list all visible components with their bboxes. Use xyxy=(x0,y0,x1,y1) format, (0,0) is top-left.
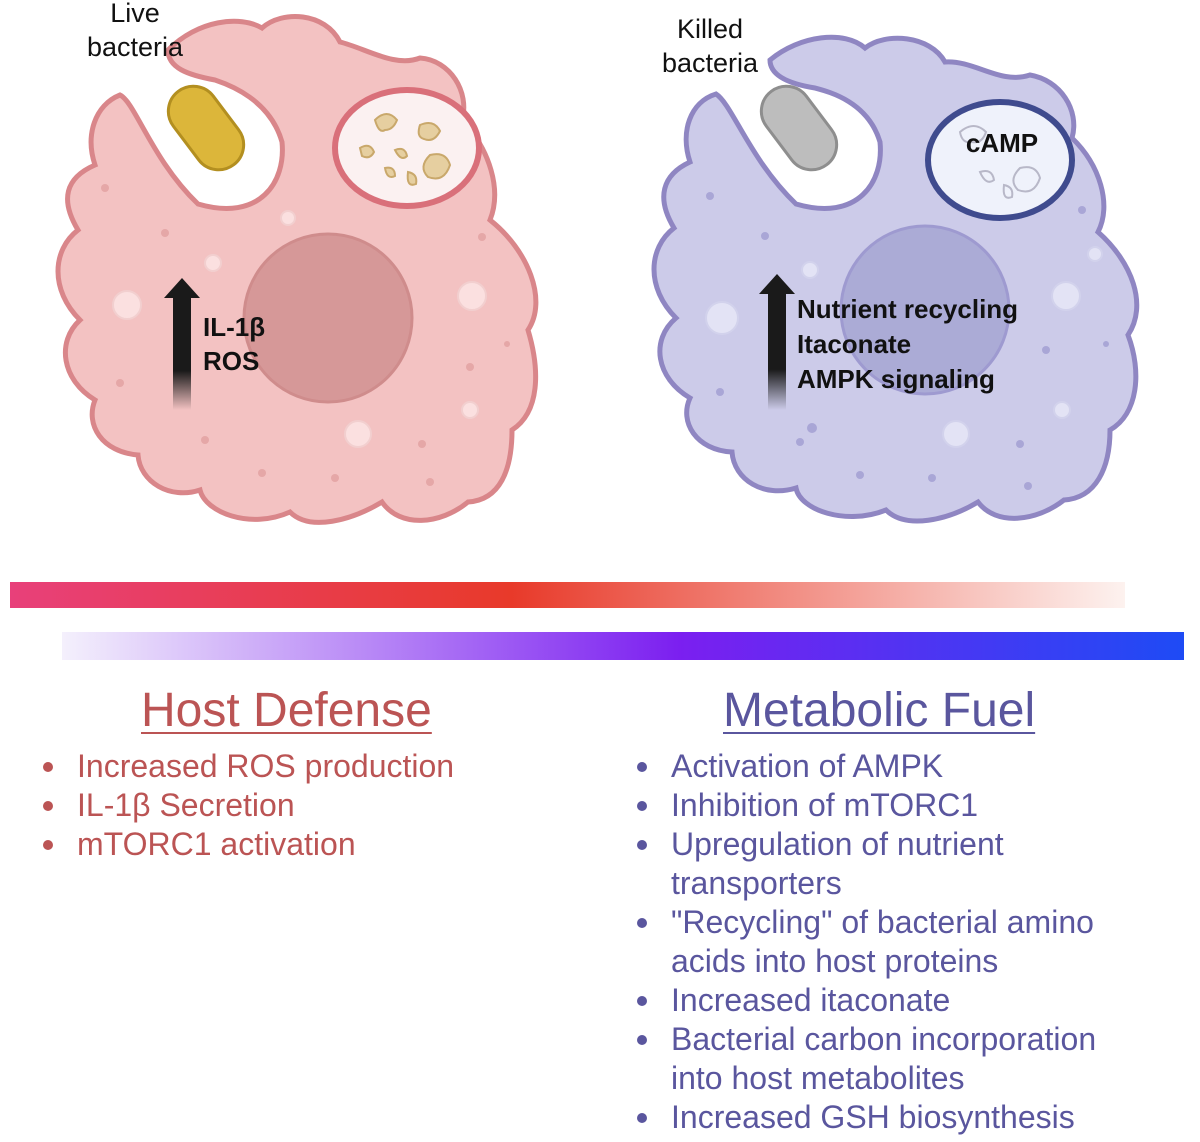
macrophage-killed: cAMP Nutrient recycling Itaconate AMPK s… xyxy=(651,14,1140,524)
killed-bacterium xyxy=(759,84,839,172)
metabolic-fuel-item-line: into host metabolites xyxy=(671,1060,965,1096)
metabolic-fuel-item-line: acids into host proteins xyxy=(671,943,999,979)
live-bacteria-label-line2: bacteria xyxy=(87,32,184,62)
arrow-label-nutrient-recycling: Nutrient recycling xyxy=(797,294,1018,324)
digested-bacteria-fragments xyxy=(358,113,452,186)
metabolic-fuel-item-line: Increased itaconate xyxy=(671,982,951,1018)
metabolic-fuel-item: Increased itaconate xyxy=(635,981,1096,1020)
live-bacteria-label-line1: Live xyxy=(110,0,160,28)
cytoplasm-vesicles-red xyxy=(112,210,487,448)
metabolic-fuel-item-line: Upregulation of nutrient xyxy=(671,826,1004,862)
metabolic-fuel-item-line: Activation of AMPK xyxy=(671,748,944,784)
killed-bacteria-label-line2: bacteria xyxy=(662,48,759,78)
host-defense-item: IL-1β Secretion xyxy=(41,786,454,825)
camp-label: cAMP xyxy=(966,128,1038,158)
cytoplasm-vesicles-blue xyxy=(705,246,1103,448)
cytoplasm-dots-blue xyxy=(706,192,1109,490)
metabolic-fuel-item: Activation of AMPK xyxy=(635,747,1096,786)
host-defense-item: mTORC1 activation xyxy=(41,825,454,864)
host-defense-title: Host Defense xyxy=(141,684,432,737)
ghost-bacteria-fragments xyxy=(958,125,1042,199)
metabolic-fuel-gradient-bar xyxy=(62,632,1184,660)
phagolysosome-blue xyxy=(925,99,1075,221)
nucleus-red xyxy=(242,232,414,404)
up-arrow-left xyxy=(164,278,200,410)
metabolic-fuel-item: Increased GSH biosynthesis xyxy=(635,1098,1096,1137)
arrow-label-ampk-signaling: AMPK signaling xyxy=(797,364,995,394)
killed-bacteria-label-line1: Killed xyxy=(677,14,743,44)
metabolic-fuel-item-line: Inhibition of mTORC1 xyxy=(671,787,979,823)
metabolic-fuel-item-line: Increased GSH biosynthesis xyxy=(671,1099,1075,1135)
up-arrow-right xyxy=(759,274,795,410)
host-defense-item: Increased ROS production xyxy=(41,747,454,786)
metabolic-fuel-title: Metabolic Fuel xyxy=(723,684,1036,737)
cytoplasm-dots-red xyxy=(101,184,510,486)
metabolic-fuel-item-line: transporters xyxy=(671,865,842,901)
arrow-label-ros: ROS xyxy=(203,346,259,376)
arrow-label-itaconate: Itaconate xyxy=(797,329,911,359)
metabolic-fuel-item-line: Bacterial carbon incorporation xyxy=(671,1021,1097,1057)
nucleus-blue xyxy=(839,224,1011,396)
phagosome-red xyxy=(332,87,482,209)
macrophage-live: IL-1β ROS Live bacteria xyxy=(55,0,539,525)
host-defense-gradient-bar xyxy=(10,582,1125,608)
metabolic-fuel-item-line: "Recycling" of bacterial amino xyxy=(671,904,1094,940)
metabolic-fuel-item: Inhibition of mTORC1 xyxy=(635,786,1096,825)
arrow-label-il1b: IL-1β xyxy=(203,312,265,342)
live-bacterium xyxy=(166,84,246,172)
